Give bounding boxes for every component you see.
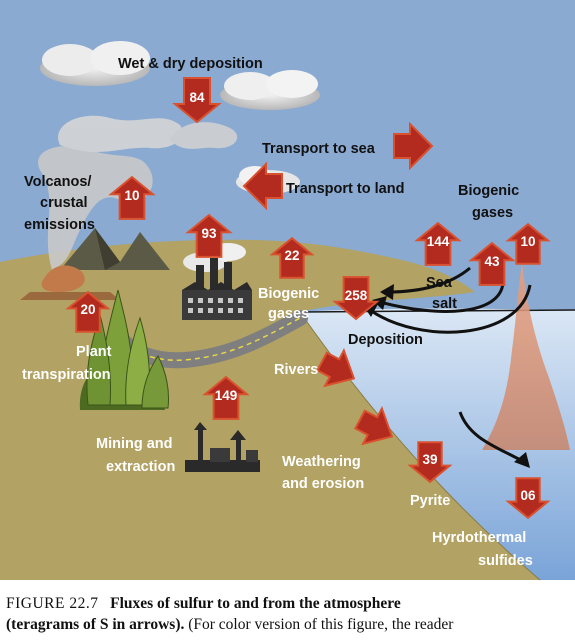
flux-arrows: 84 10 93 22 20 144 43 10 258 149 39 06 <box>65 77 551 520</box>
label-biogenic-gases-land: Biogenic <box>258 286 319 302</box>
caption-line-2: (teragrams of S in arrows). (For color v… <box>6 614 570 635</box>
mountains-shade <box>95 228 120 270</box>
label-mining: Mining and <box>96 436 173 452</box>
label-hydrothermal-sulfides: Hyrdothermal <box>432 530 526 546</box>
flux-value-sea-salt: 144 <box>427 234 450 249</box>
land <box>0 239 540 580</box>
label-biogenic-gases-ocean-2: gases <box>472 205 513 221</box>
flux-value-pyrite: 39 <box>422 452 437 467</box>
flux-value-biogenic-ocean: 43 <box>484 254 500 269</box>
flux-arrow-plant <box>65 290 111 333</box>
flux-value-volcanos: 10 <box>124 188 139 203</box>
cloud-left <box>40 41 150 86</box>
label-plant-transpiration: Plant <box>76 344 112 360</box>
label-weathering-2: and erosion <box>282 476 364 492</box>
transport-to-sea-arrow <box>393 121 434 171</box>
flux-value-hydrothermal: 06 <box>520 488 536 503</box>
flux-arrow-hydro-vent <box>505 222 551 265</box>
label-hydrothermal-sulfides-2: sulfides <box>478 553 533 569</box>
ocean-air-arrowheads <box>363 284 530 468</box>
caption-title: Fluxes of sulfur to and from the atmosph… <box>110 595 401 612</box>
factory <box>182 243 252 320</box>
label-mining-2: extraction <box>106 459 175 475</box>
label-weathering: Weathering <box>282 454 361 470</box>
mine <box>185 422 260 472</box>
caption-figure-number: FIGURE 22.7 <box>6 595 99 612</box>
caption-title-continued: (teragrams of S in arrows). <box>6 616 185 633</box>
weathering-arrow <box>354 405 394 446</box>
label-transport-to-sea: Transport to sea <box>262 141 376 157</box>
flux-arrow-volcanos <box>108 175 156 220</box>
cloud-right <box>220 70 320 110</box>
flux-value-mining: 149 <box>215 388 238 403</box>
flux-value-hydro-vent: 10 <box>520 234 535 249</box>
flux-arrow-biogenic-ocean <box>468 241 516 286</box>
caption-line-1: FIGURE 22.7 Fluxes of sulfur to and from… <box>6 593 570 614</box>
flux-arrow-wet-dry <box>172 77 222 124</box>
flux-value-plant: 20 <box>80 302 95 317</box>
flux-arrow-deposition <box>332 276 380 321</box>
label-sea-salt: Sea <box>426 275 453 291</box>
label-biogenic-gases-ocean: Biogenic <box>458 183 519 199</box>
label-transport-to-land: Transport to land <box>286 181 404 197</box>
hydrothermal-vent <box>482 262 570 450</box>
flux-arrow-industry <box>185 213 233 258</box>
transport-to-land-arrow <box>242 161 283 211</box>
mountains <box>60 228 170 270</box>
label-wet-dry-deposition: Wet & dry deposition <box>118 56 263 72</box>
label-pyrite: Pyrite <box>410 493 450 509</box>
label-biogenic-gases-land-2: gases <box>268 306 309 322</box>
label-sea-salt-2: salt <box>432 296 457 312</box>
flux-value-deposition: 258 <box>345 288 368 303</box>
figure-caption: FIGURE 22.7 Fluxes of sulfur to and from… <box>6 593 570 635</box>
flux-arrow-hydrothermal <box>505 477 551 520</box>
label-volcanos: Volcanos/ <box>24 174 91 190</box>
trees <box>79 289 169 410</box>
volcano-plume <box>38 115 238 270</box>
label-deposition: Deposition <box>348 332 423 348</box>
flux-value-industry: 93 <box>201 226 217 241</box>
label-volcanos-crustal: crustal <box>40 195 88 211</box>
flux-value-wet-dry: 84 <box>189 90 205 105</box>
label-rivers: Rivers <box>274 362 318 378</box>
rivers-arrow <box>316 347 356 388</box>
diagram-labels: Wet & dry deposition Transport to sea Tr… <box>22 56 533 569</box>
flux-value-biogenic-land: 22 <box>284 248 299 263</box>
caption-rest: (For color version of this figure, the r… <box>188 616 454 633</box>
label-volcanos-emissions: emissions <box>24 217 95 233</box>
flux-arrow-biogenic-land <box>269 236 315 279</box>
label-plant-transpiration-2: transpiration <box>22 367 111 383</box>
ocean-air-arrows <box>369 266 532 464</box>
flux-arrow-sea-salt <box>414 221 462 266</box>
flux-arrow-pyrite <box>407 441 453 484</box>
flux-arrow-mining <box>202 375 250 420</box>
